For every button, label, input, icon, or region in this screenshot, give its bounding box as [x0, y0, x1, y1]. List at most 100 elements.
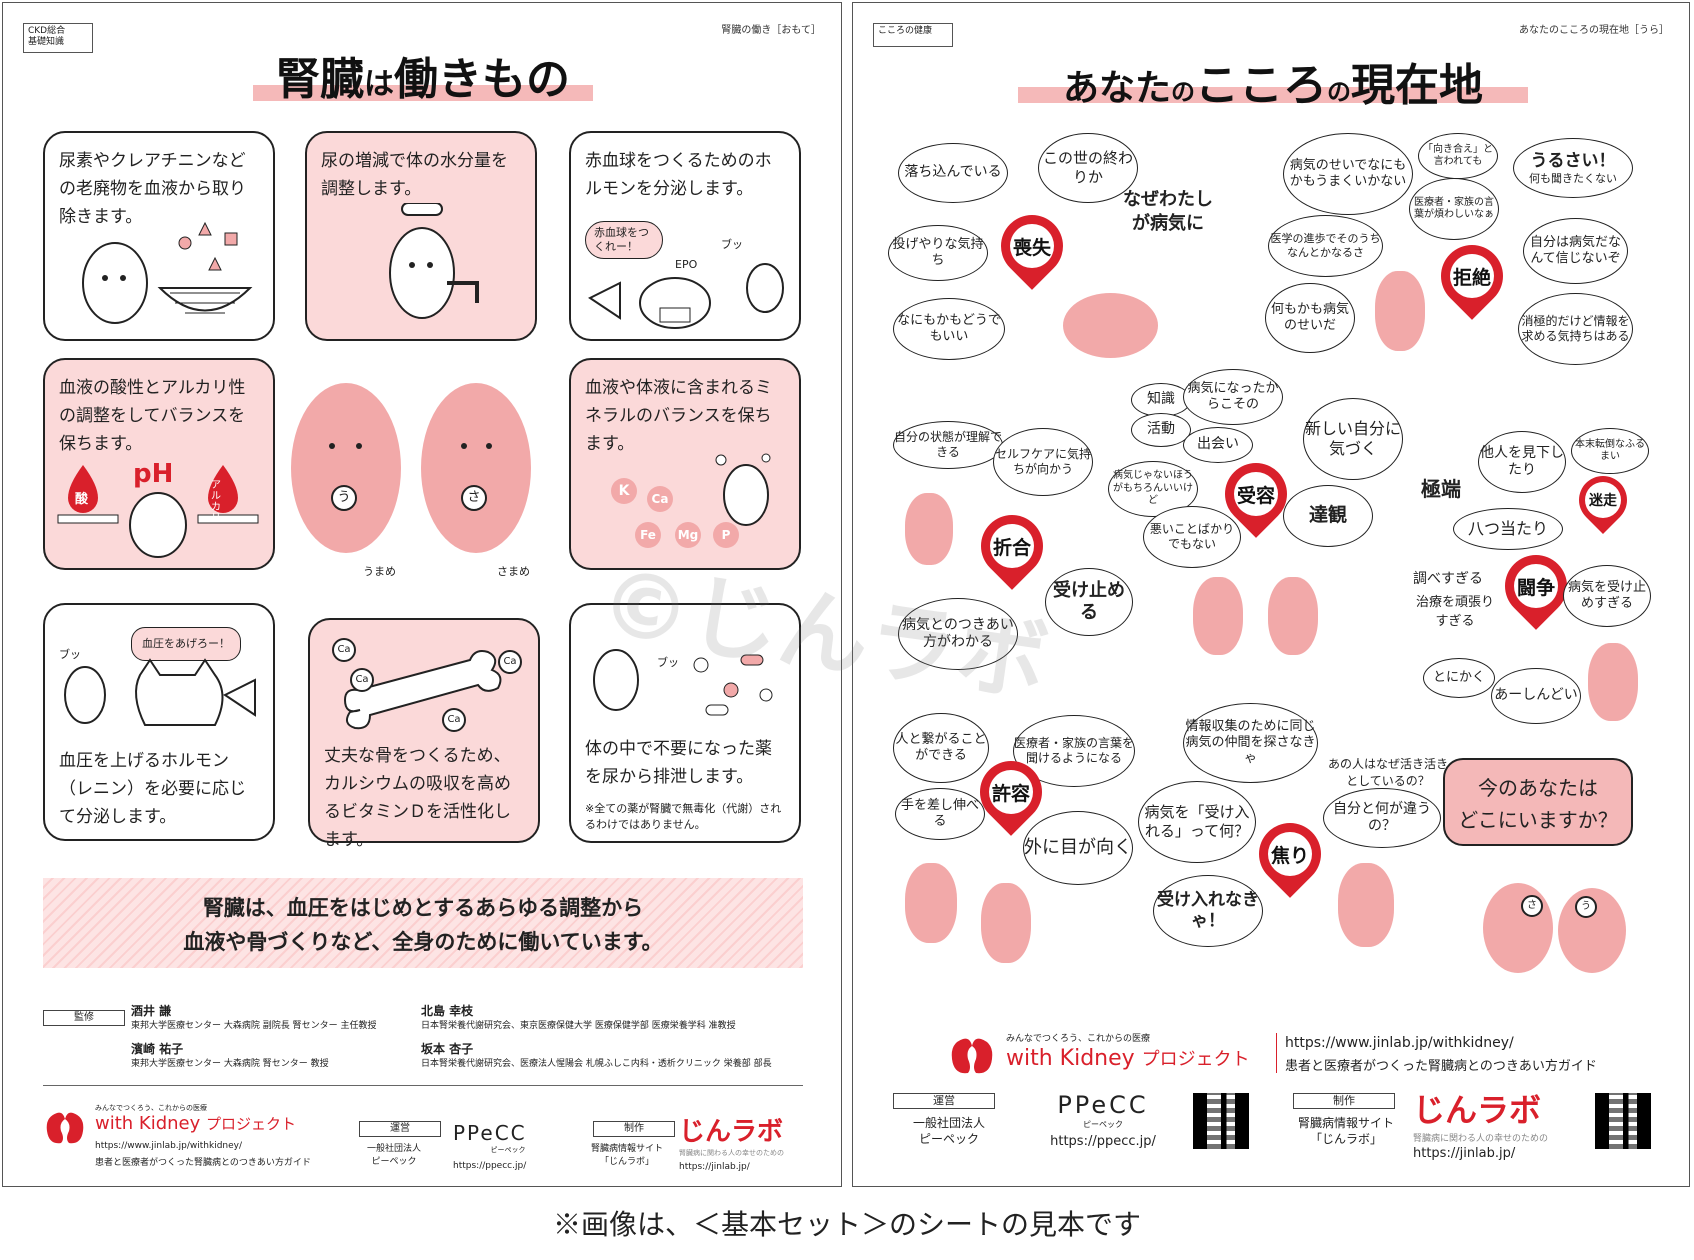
bubble-backwards: 本末転倒なふるまい	[1571, 428, 1649, 474]
bubble-receive: 受け止める	[1045, 568, 1133, 636]
panel-water-balance: 尿の増減で体の水分量を調整します。	[305, 131, 537, 341]
bubble-self-care: セルフケアに気持ちが向かう	[993, 428, 1093, 496]
text-treatment-too-hard: 治療を頑張りすぎる	[1415, 595, 1494, 629]
text-research-too-much: 調べすぎる	[1413, 571, 1483, 587]
kidney-shy-character	[981, 883, 1031, 963]
category-tag: こころの健康	[873, 23, 953, 47]
pin-loss: 喪失	[988, 202, 1076, 290]
supervisor-3: 濱崎 祐子東邦大学医療センター 大森病院 腎センター 教授	[131, 1042, 329, 1070]
mineral-mg: Mg	[675, 522, 701, 548]
bubble-detachment: 達観	[1283, 485, 1373, 547]
image-caption: ※画像は、＜基本セット＞のシートの見本です	[552, 1208, 1141, 1241]
panel-ph-balance: 血液の酸性とアルカリ性の調整をしてバランスを保ちます。 酸 pH アルカリ	[43, 358, 275, 570]
producer-org: 腎臓病情報サイト「じんラボ」	[1298, 1116, 1395, 1146]
page-title: 腎臓は働きもの	[253, 43, 593, 105]
kidney-bubbles-illustration	[715, 453, 771, 526]
samame-name: さまめ	[497, 565, 530, 578]
bubble-shut-up: うるさい！何も聞きたくない	[1513, 138, 1633, 198]
renin-cat-illustration	[64, 658, 256, 726]
bubble-take-it-out: 八つ当たり	[1453, 508, 1563, 550]
panel-drug-excretion: ブッ 体の中で不要になった薬を尿から排泄します。 ※全ての薬が腎臓で無毒化（代謝…	[569, 603, 801, 843]
bone-illustration	[343, 650, 502, 730]
panel-blood-pressure: ブッ 血圧をあげろー！ 血圧を上げるホルモン（レニン）を必要に応じて分泌します。	[43, 603, 275, 841]
bubble-face-it: 「向き合え」と言われても	[1418, 133, 1498, 179]
kidney-thinking-character	[905, 493, 953, 565]
operator-label: 運営	[359, 1121, 441, 1137]
umame-character	[291, 383, 401, 553]
kidney-running-character	[1588, 643, 1638, 721]
bubble-what-is-accept: 病気を「受け入れる」って何？	[1138, 781, 1256, 863]
bubble-activity: 活動	[1131, 413, 1191, 447]
ph-label: pH	[133, 459, 174, 489]
kidney-angry-character	[1375, 271, 1425, 351]
sheet-side-label: 腎臓の働き［おもて］	[721, 25, 821, 36]
kidney-dancing-character	[1193, 577, 1243, 655]
bubble-passive-seeking: 消極的だけど情報を求める気持ちはある	[1518, 293, 1633, 365]
bubble-new-self: 新しい自分に気づく	[1303, 398, 1403, 480]
supervisor-2: 北島 幸枝日本腎栄養代謝研究会、東京医療保健大学 医療保健学部 医療栄養学科 准…	[421, 1004, 736, 1032]
category-tag: CKD総合 基礎知識	[23, 23, 93, 53]
bubble-look-outward: 外に目が向く	[1023, 811, 1133, 885]
pills-illustration	[593, 649, 773, 716]
speech-bubble-red-blood: 赤血球をつくれー！	[585, 221, 663, 259]
operator-label: 運営	[893, 1093, 995, 1109]
bubble-denial: 自分は病気だなんて信じないぞ	[1523, 218, 1628, 284]
text-extreme: 極端	[1421, 477, 1461, 501]
withkidney-url[interactable]: https://www.jinlab.jp/withkidney/	[1285, 1035, 1514, 1051]
bubble-because-illness: 病気になったからこその	[1183, 369, 1283, 425]
bubble-annoying-words: 医療者・家族の言葉が煩わしいなぁ	[1409, 178, 1499, 240]
bubble-not-all-bad: 悪いことばかりでもない	[1143, 506, 1241, 568]
megaphone-kidney-illustration	[588, 263, 784, 329]
producer-label: 制作	[593, 1121, 675, 1137]
kidney-worried-character	[1338, 863, 1394, 947]
ph-scale-illustration	[57, 465, 259, 558]
right-sheet: こころの健康 あなたのこころの現在地［うら］ あなたのこころの現在地 落ち込んで…	[852, 2, 1690, 1187]
bubble-end-of-world: この世の終わりか	[1038, 133, 1138, 203]
bubble-desperate: 投げやりな気持ち	[888, 225, 988, 281]
bubble-encounter: 出会い	[1183, 427, 1253, 463]
alkali-label: アルカリ	[211, 480, 221, 524]
mineral-ca: Ca	[647, 486, 673, 512]
kidney-samame-character	[1483, 883, 1553, 973]
text-why-lively: あの人はなぜ活き活きとしているの？	[1327, 757, 1448, 788]
drug-note: ※全ての薬が腎臓で無毒化（代謝）されるわけではありません。	[585, 802, 782, 831]
with-kidney-logo: みんなでつくろう、これからの医療 with Kidney プロジェクト http…	[43, 1103, 363, 1173]
qr-code-jinlab	[1595, 1093, 1651, 1149]
epo-label: EPO	[675, 258, 698, 271]
bubble-understand-self: 自分の状態が理解できる	[893, 421, 1003, 469]
sheet-side-label: あなたのこころの現在地［うら］	[1519, 25, 1669, 36]
ppecc-logo: PPeCC ピーペック https://ppecc.jp/	[1050, 1091, 1156, 1149]
pin-impatience: 焦り	[1246, 810, 1334, 898]
ppecc-logo: PPeCC ピーペック https://ppecc.jp/	[453, 1121, 527, 1171]
question-box: 今のあなたはどこにいますか？	[1443, 758, 1633, 846]
bubble-reach-out: 手を差し伸べる	[895, 788, 985, 840]
operator-org: 一般社団法人ピーペック	[367, 1144, 422, 1167]
mineral-p: P	[713, 522, 739, 548]
bubble-illness-blame: 病気のせいでなにもかもうまくいかない	[1283, 133, 1413, 215]
calcium-badge: Ca	[332, 638, 356, 662]
bubble-depressed: 落ち込んでいる	[898, 143, 1008, 203]
sound-effect: ブッ	[59, 648, 81, 661]
bubble-whats-different: 自分と何が違うの？	[1323, 788, 1441, 848]
calcium-badge: Ca	[350, 668, 374, 692]
kidney-logo-icon	[951, 1038, 993, 1074]
bubble-better-not-ill: 病気じゃないほうがもちろんいいけど	[1108, 461, 1198, 517]
sound-effect: ブッ	[657, 656, 679, 669]
supervisor-4: 坂本 杏子日本腎栄養代謝研究会、医療法人惺陽会 札幌ふしこ内科・透析クリニック …	[421, 1042, 772, 1070]
bubble-connect: 人と繋がることができる	[893, 713, 989, 783]
samame-character	[421, 383, 531, 553]
umame-name: うまめ	[363, 565, 396, 578]
bubble-anyway: とにかく	[1423, 658, 1495, 698]
qr-code-ppecc	[1193, 1093, 1249, 1149]
operator-org: 一般社団法人ピーペック	[913, 1116, 986, 1146]
supervision-label: 監修	[43, 1010, 125, 1026]
bubble-knowledge: 知識	[1131, 383, 1191, 417]
bubble-must-accept: 受け入れなきゃ！	[1153, 875, 1263, 947]
kidney-characters: う さ うまめ さまめ	[271, 373, 571, 583]
samame-badge: さ	[461, 485, 487, 511]
kidney-lying-character	[1063, 293, 1158, 358]
bubble-how-to-cope: 病気とのつきあい方がわかる	[898, 598, 1018, 670]
kidney-logo-icon	[46, 1112, 84, 1144]
producer-org: 腎臓病情報サイト「じんラボ」	[591, 1144, 664, 1167]
jinlab-logo: じんラボ 腎臓病に関わる人の幸せのための https://jinlab.jp/	[1413, 1091, 1549, 1161]
